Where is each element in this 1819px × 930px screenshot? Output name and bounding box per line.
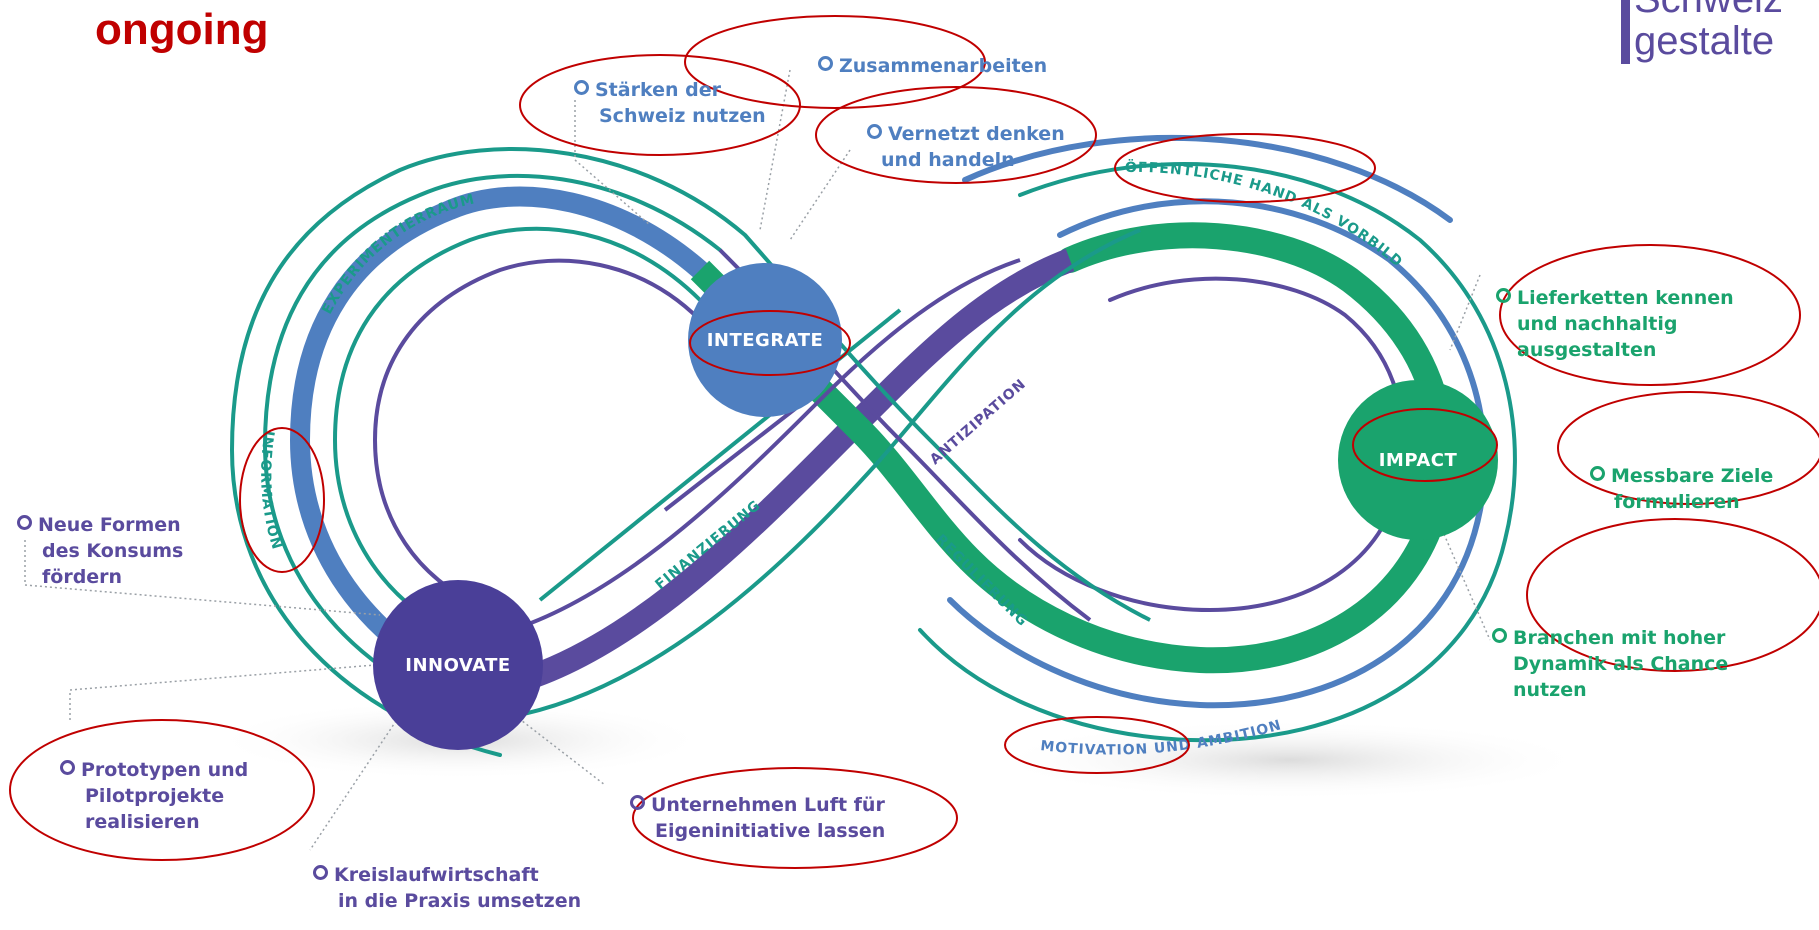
arc-experimentierraum: EXPERIMENTIERRAUM bbox=[319, 191, 476, 317]
label-zusammenarbeiten: Zusammenarbeiten bbox=[818, 53, 1047, 79]
label-lieferketten: Lieferketten kennen und nachhaltig ausge… bbox=[1496, 285, 1734, 363]
brand-bar bbox=[1621, 0, 1630, 64]
bullet-icon bbox=[1590, 466, 1605, 481]
arc-regulierung: REGULIERUNG bbox=[932, 532, 1031, 631]
impact-label: IMPACT bbox=[1379, 450, 1458, 471]
label-messbare: Messbare Ziele formulieren bbox=[1590, 463, 1773, 515]
integrate-node: INTEGRATE bbox=[688, 263, 842, 417]
brand-line-2: gestalte bbox=[1634, 19, 1775, 63]
brand-line-1: Schweiz bbox=[1634, 0, 1783, 20]
crossing-bands bbox=[469, 228, 1151, 722]
integrate-label: INTEGRATE bbox=[707, 330, 824, 351]
slide-title: ongoing bbox=[95, 5, 269, 54]
bullet-icon bbox=[867, 124, 882, 139]
label-staerken: Stärken der Schweiz nutzen bbox=[574, 77, 766, 129]
highlight-ellipses bbox=[9, 15, 1819, 869]
left-loop-bands bbox=[229, 147, 747, 757]
arc-information: INFORMATION bbox=[257, 429, 285, 552]
bullet-icon bbox=[630, 795, 645, 810]
label-branchen: Branchen mit hoher Dynamik als Chance nu… bbox=[1492, 625, 1728, 703]
innovate-node: INNOVATE bbox=[373, 580, 543, 750]
connector-lines bbox=[24, 69, 1491, 851]
label-kreislauf: Kreislaufwirtschaft in die Praxis umsetz… bbox=[313, 862, 581, 914]
bullet-icon bbox=[574, 80, 589, 95]
label-vernetzt: Vernetzt denken und handeln bbox=[867, 121, 1065, 173]
bullet-icon bbox=[818, 56, 833, 71]
brand-text: Schweiz gestalte bbox=[1634, 0, 1783, 62]
label-unternehmen: Unternehmen Luft für Eigeninitiative las… bbox=[630, 792, 885, 844]
bullet-icon bbox=[1492, 628, 1507, 643]
label-neue-formen: Neue Formen des Konsums fördern bbox=[17, 512, 183, 590]
bullet-icon bbox=[1496, 288, 1511, 303]
right-loop-shadow bbox=[990, 720, 1590, 800]
innovate-label: INNOVATE bbox=[405, 655, 510, 676]
bullet-icon bbox=[60, 760, 75, 775]
bullet-icon bbox=[313, 865, 328, 880]
impact-node: IMPACT bbox=[1338, 380, 1498, 540]
label-prototypen: Prototypen und Pilotprojekte realisieren bbox=[60, 757, 248, 835]
bullet-icon bbox=[17, 515, 32, 530]
